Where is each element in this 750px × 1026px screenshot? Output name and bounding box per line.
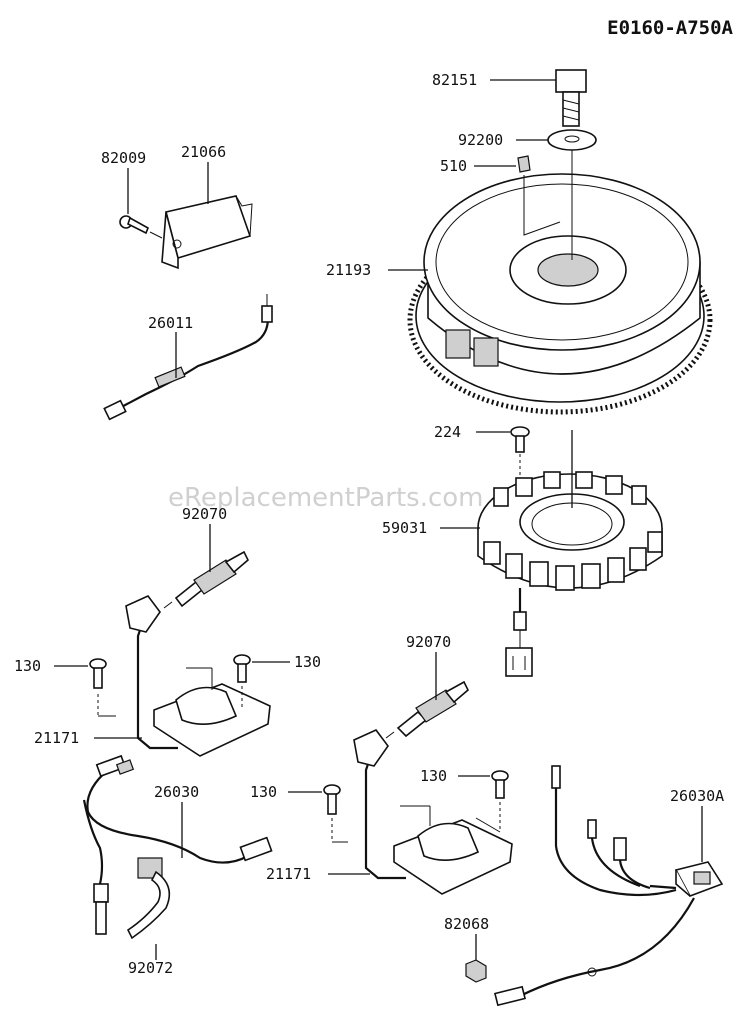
bracket-21066[interactable] <box>161 195 253 270</box>
callout-130-c: 130 <box>250 783 277 801</box>
harness-26030[interactable] <box>82 754 273 935</box>
callout-26030a: 26030A <box>670 787 724 805</box>
stator-59031[interactable] <box>477 471 663 677</box>
callout-92070-lower: 92070 <box>406 633 451 651</box>
callout-510: 510 <box>440 157 467 175</box>
callout-59031: 59031 <box>382 519 427 537</box>
screw-130-c[interactable] <box>323 784 348 843</box>
clip-92072[interactable] <box>126 857 171 940</box>
watermark: eReplacementParts.com <box>168 483 484 513</box>
screw-224[interactable] <box>510 426 530 453</box>
callout-21171-left: 21171 <box>34 729 79 747</box>
flywheel-21193[interactable] <box>407 173 713 415</box>
callout-26011: 26011 <box>148 314 193 332</box>
callout-130-a: 130 <box>14 657 41 675</box>
washer-92200[interactable] <box>547 129 597 151</box>
screw-82009[interactable] <box>119 215 150 235</box>
callout-82009: 82009 <box>101 149 146 167</box>
key-510[interactable] <box>517 155 531 173</box>
spark-plug-92070-lower[interactable] <box>385 680 469 739</box>
harness-26030a[interactable] <box>493 765 724 1007</box>
screw-130-a[interactable] <box>89 658 116 717</box>
callout-92070-upper: 92070 <box>182 505 227 523</box>
callout-21193: 21193 <box>326 261 371 279</box>
callout-82068: 82068 <box>444 915 489 933</box>
ignition-coil-21171-left[interactable] <box>125 595 271 757</box>
callout-92072: 92072 <box>128 959 173 977</box>
ignition-coil-21171-right[interactable] <box>353 729 513 895</box>
callout-82151: 82151 <box>432 71 477 89</box>
lead-wire-26011[interactable] <box>103 294 273 421</box>
callout-26030: 26030 <box>154 783 199 801</box>
spark-plug-92070-upper[interactable] <box>163 550 249 609</box>
callout-92200: 92200 <box>458 131 503 149</box>
callout-130-d: 130 <box>420 767 447 785</box>
callout-21171-right: 21171 <box>266 865 311 883</box>
diagram-code: E0160-A750A <box>607 17 733 39</box>
callout-130-b: 130 <box>294 653 321 671</box>
callout-224: 224 <box>434 423 461 441</box>
screw-130-d[interactable] <box>491 770 509 832</box>
callout-21066: 21066 <box>181 143 226 161</box>
screw-130-b[interactable] <box>233 654 251 708</box>
bolt-82151[interactable] <box>555 69 587 127</box>
nut-82068[interactable] <box>465 959 487 983</box>
